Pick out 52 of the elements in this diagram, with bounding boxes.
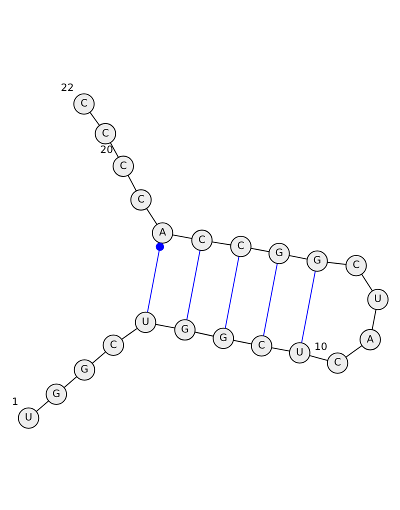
node-circle: C bbox=[346, 254, 367, 276]
connector bbox=[186, 250, 200, 320]
node-circle: U bbox=[134, 311, 156, 333]
connector bbox=[147, 242, 164, 312]
connector bbox=[263, 262, 278, 336]
node-circle: A bbox=[152, 222, 174, 244]
connector bbox=[172, 234, 192, 238]
connector bbox=[64, 376, 78, 388]
node-circle: G bbox=[46, 383, 67, 404]
connector bbox=[250, 247, 270, 252]
node-circle: U bbox=[18, 406, 40, 428]
connector bbox=[309, 354, 328, 360]
connector bbox=[128, 174, 137, 191]
connector bbox=[272, 346, 290, 351]
node-label: 1 bbox=[12, 396, 18, 408]
node-circle: C bbox=[250, 334, 272, 356]
connector bbox=[346, 344, 362, 357]
node-label: 22 bbox=[60, 82, 74, 94]
connector bbox=[301, 270, 316, 343]
node-circle: C bbox=[94, 122, 116, 144]
node-circle: C bbox=[230, 235, 252, 257]
node-circle: U bbox=[367, 288, 389, 310]
node-circle: G bbox=[306, 250, 328, 272]
node-circle: C bbox=[73, 92, 95, 114]
connector bbox=[212, 240, 232, 245]
connector bbox=[155, 323, 176, 328]
node-circle: G bbox=[212, 327, 234, 349]
connector bbox=[327, 261, 346, 264]
node-circle: G bbox=[174, 318, 196, 340]
connector bbox=[146, 208, 158, 224]
connector bbox=[92, 351, 106, 364]
node-circle: U bbox=[289, 342, 310, 364]
node-circle: C bbox=[102, 334, 124, 356]
node-circle: G bbox=[74, 358, 96, 380]
node-circle: C bbox=[191, 229, 213, 250]
node-circle: C bbox=[326, 352, 348, 374]
connector bbox=[372, 308, 376, 330]
connector bbox=[90, 112, 100, 126]
node-circle: G bbox=[268, 242, 290, 264]
connector bbox=[224, 256, 240, 328]
connector bbox=[361, 273, 373, 291]
connector bbox=[232, 339, 252, 344]
connector bbox=[36, 400, 49, 412]
node-label: 10 bbox=[314, 341, 328, 352]
node-circle: C bbox=[112, 155, 134, 176]
connector bbox=[194, 331, 214, 336]
node-label: 20 bbox=[100, 144, 114, 156]
connector bbox=[121, 328, 138, 340]
connector bbox=[110, 142, 119, 158]
node-circle: C bbox=[130, 188, 152, 210]
node-circle: A bbox=[360, 328, 381, 350]
connector bbox=[288, 254, 308, 259]
